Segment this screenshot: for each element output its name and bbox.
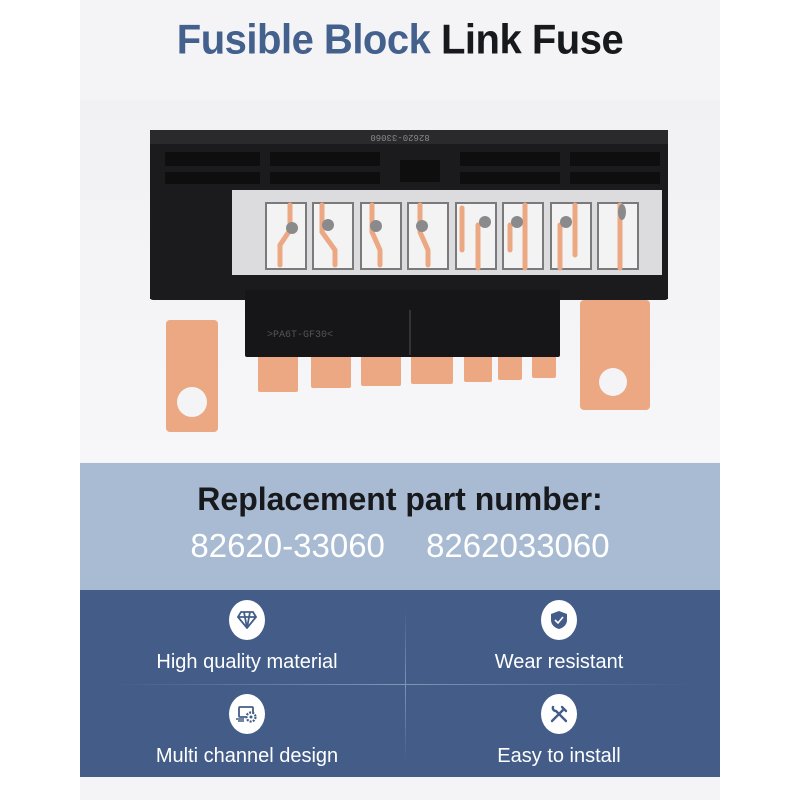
feature-multi-channel: Multi channel design [87,684,407,777]
material-imprint: >PA6T-GF30< [267,330,333,341]
feature-label: Easy to install [497,745,621,767]
feature-label: Multi channel design [155,745,339,767]
shield-check-icon [541,600,577,640]
replacement-part-section: Replacement part number: 82620-33060 826… [80,463,720,590]
page-title: Fusible Block Link Fuse [80,17,720,64]
part-number: 8262033060 [426,527,610,564]
connector-housing [245,290,560,357]
feature-wear-resistant: Wear resistant [399,590,719,683]
replacement-heading: Replacement part number: [197,481,603,517]
features-section: High quality material Wear resistant Mul… [80,590,720,777]
part-number: 82620-33060 [190,527,385,564]
body-imprint: 82620-33060 [370,132,429,142]
divider [405,610,406,760]
feature-label: High quality material [156,651,338,673]
screen-gear-icon [229,694,265,734]
feature-easy-install: Easy to install [399,684,719,777]
diamond-icon [229,600,265,640]
divider [110,684,690,685]
wrench-screwdriver-icon [541,694,577,734]
title-part-2: Link Fuse [440,16,624,64]
terminal-hole [177,387,207,417]
product-image: 82620-33060 >P [80,100,720,462]
feature-label: Wear resistant [494,651,624,673]
feature-high-quality: High quality material [87,590,407,683]
part-numbers: 82620-33060 8262033060 [80,527,720,565]
fuse-block-illustration: 82620-33060 >P [150,130,668,432]
title-part-1: Fusible Block [176,16,431,64]
terminal-hole [599,368,627,396]
